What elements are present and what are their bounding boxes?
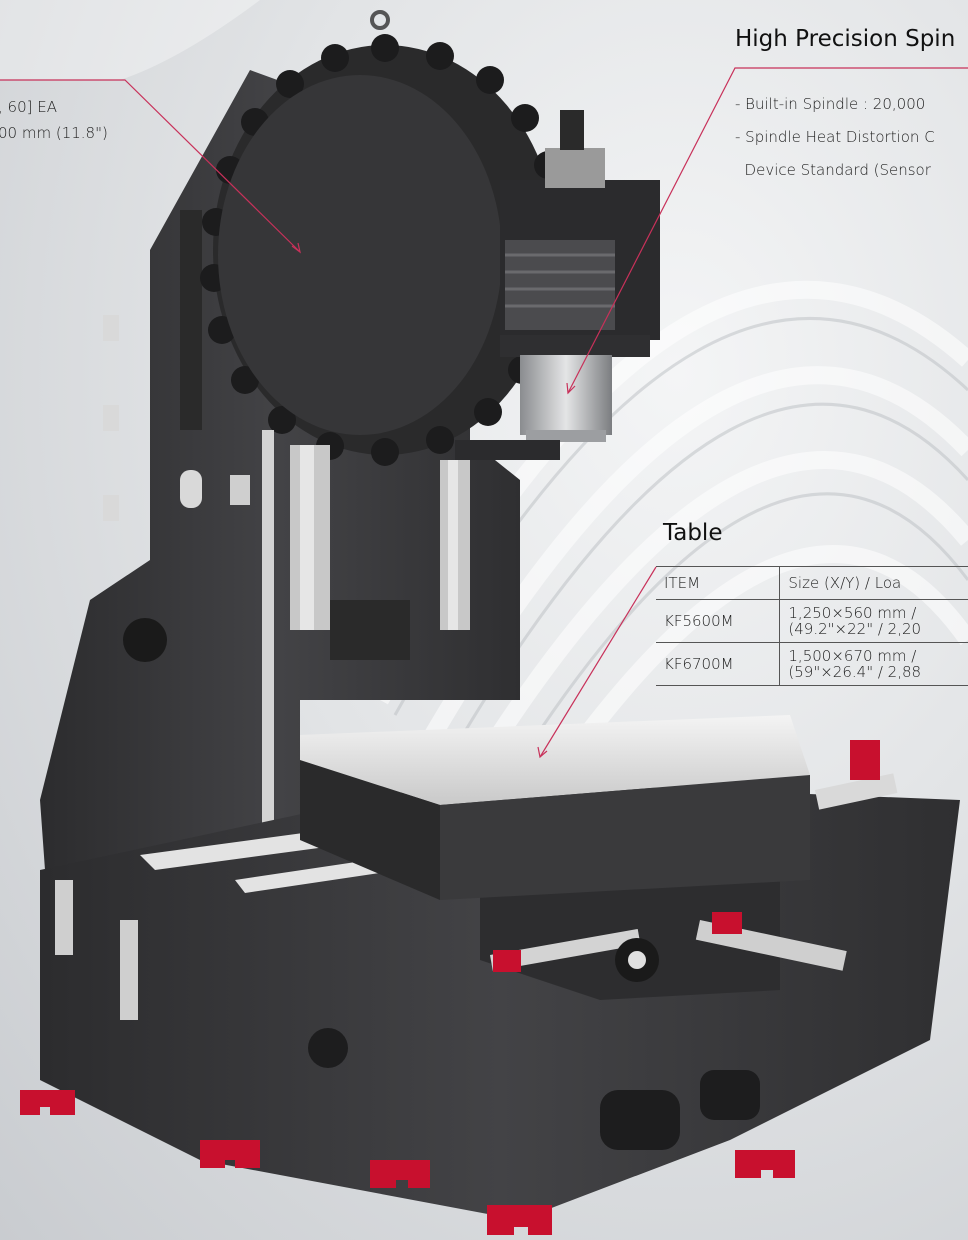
spindle-heading: High Precision Spin <box>735 26 956 52</box>
row-size-imperial: (49.2"×22" / 2,20 <box>788 620 922 638</box>
table-row: KF5600M 1,250×560 mm / (49.2"×22" / 2,20 <box>656 599 968 643</box>
spindle-head <box>455 110 660 460</box>
tool-magazine-spec-line: , 60] EA <box>0 98 57 116</box>
row-size-metric: 1,250×560 mm / <box>788 604 917 622</box>
tool-magazine-spec-line: 00 mm (11.8") <box>0 124 108 142</box>
row-size: 1,500×670 mm / (59"×26.4" / 2,88 <box>779 642 968 686</box>
spindle-spec-line: - Spindle Heat Distortion C <box>735 128 935 146</box>
header-item: ITEM <box>656 566 781 600</box>
row-size-metric: 1,500×670 mm / <box>788 647 917 665</box>
table-row: KF6700M 1,500×670 mm / (59"×26.4" / 2,88 <box>656 642 968 686</box>
spindle-spec-line: - Built-in Spindle : 20,000 <box>735 95 926 113</box>
row-item: KF5600M <box>656 599 781 643</box>
callout-lines <box>0 67 968 759</box>
table-heading: Table <box>663 520 723 546</box>
tool-magazine <box>200 10 570 466</box>
row-size: 1,250×560 mm / (49.2"×22" / 2,20 <box>779 599 968 643</box>
spindle-specs: - Built-in Spindle : 20,000 - Spindle He… <box>735 88 935 187</box>
spindle-spec-line: Device Standard (Sensor <box>735 161 931 179</box>
tool-magazine-specs: , 60] EA 00 mm (11.8") <box>0 94 108 146</box>
table-header-row: ITEM Size (X/Y) / Loa <box>656 566 968 600</box>
header-size-load: Size (X/Y) / Loa <box>779 566 968 600</box>
row-item: KF6700M <box>656 642 781 686</box>
work-table <box>300 715 810 805</box>
leveling-feet <box>20 740 880 1235</box>
row-size-imperial: (59"×26.4" / 2,88 <box>788 663 922 681</box>
table-spec-table: ITEM Size (X/Y) / Loa KF5600M 1,250×560 … <box>656 566 968 686</box>
